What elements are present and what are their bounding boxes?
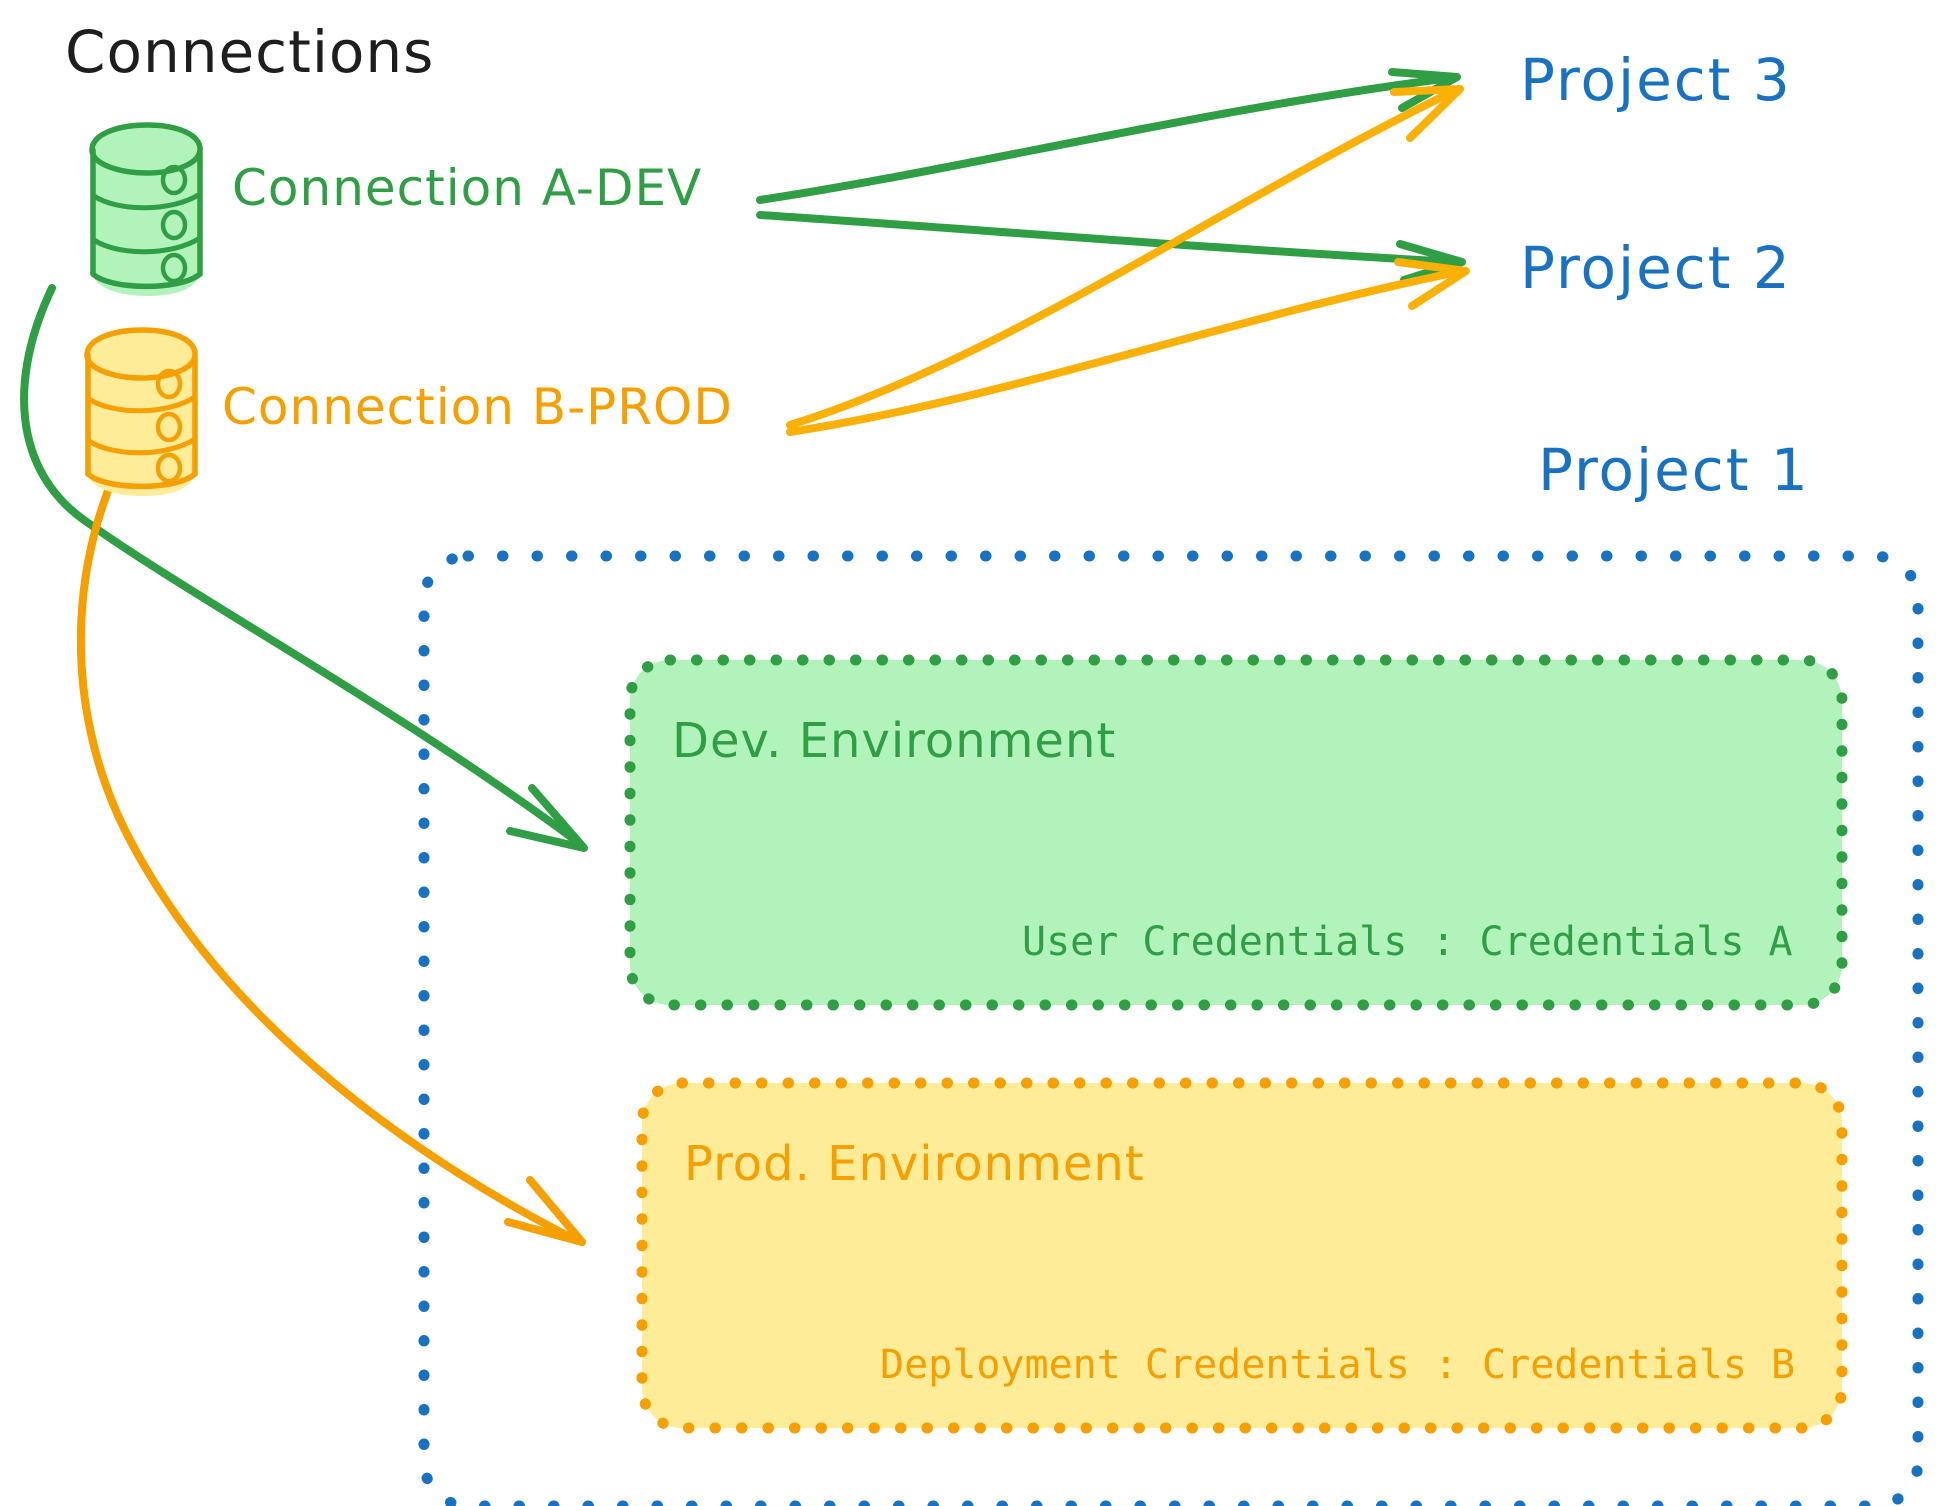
connection-b-prod-label: Connection B-PROD — [222, 378, 733, 436]
connection-a-dev-label: Connection A-DEV — [232, 159, 702, 217]
arrowhead — [504, 1176, 586, 1246]
prod-environment-box[interactable] — [636, 1077, 1848, 1434]
project-1-container — [418, 550, 1924, 1506]
arrowhead — [506, 784, 588, 852]
edge-b-prod-to-project-2 — [786, 258, 1470, 436]
prod-environment-fill — [642, 1083, 1842, 1428]
dev-environment-dotted-border — [624, 654, 1848, 1011]
edge-b-prod-to-project-3 — [786, 85, 1464, 429]
database-light — [160, 252, 188, 284]
arrowhead — [1390, 85, 1464, 142]
project-3-label: Project 3 — [1520, 46, 1792, 114]
page-title: Connections — [65, 18, 434, 86]
dev-environment-fill — [630, 660, 1842, 1005]
database-icon-a-dev[interactable] — [89, 122, 203, 296]
database-icon-b-prod[interactable] — [84, 327, 198, 496]
arrowhead — [1388, 68, 1461, 112]
database-light — [155, 411, 183, 443]
prod-environment-dotted-border — [636, 1077, 1848, 1434]
database-top — [84, 327, 198, 381]
database-light — [155, 368, 183, 400]
dev-environment-title: Dev. Environment — [672, 713, 1116, 769]
edge-a-dev-to-project-3 — [756, 68, 1461, 204]
dev-environment-box[interactable] — [624, 654, 1848, 1011]
prod-environment-credentials: Deployment Credentials : Credentials B — [880, 1342, 1795, 1388]
dev-environment-credentials: User Credentials : Credentials A — [1022, 919, 1793, 965]
edge-a-dev-to-project-2 — [756, 211, 1466, 284]
project-1-label: Project 1 — [1538, 436, 1810, 504]
arrowhead — [1394, 258, 1470, 310]
prod-environment-title: Prod. Environment — [684, 1136, 1145, 1192]
database-light — [155, 452, 183, 484]
edge-a-dev-to-dev-environment — [20, 284, 588, 852]
project-1-dotted-border — [418, 550, 1924, 1506]
arrowhead — [1396, 240, 1466, 284]
project-2-label: Project 2 — [1520, 234, 1792, 302]
database-top — [89, 122, 203, 176]
edge-b-prod-to-prod-environment — [76, 406, 586, 1246]
database-light — [160, 164, 188, 196]
database-light — [160, 209, 188, 241]
